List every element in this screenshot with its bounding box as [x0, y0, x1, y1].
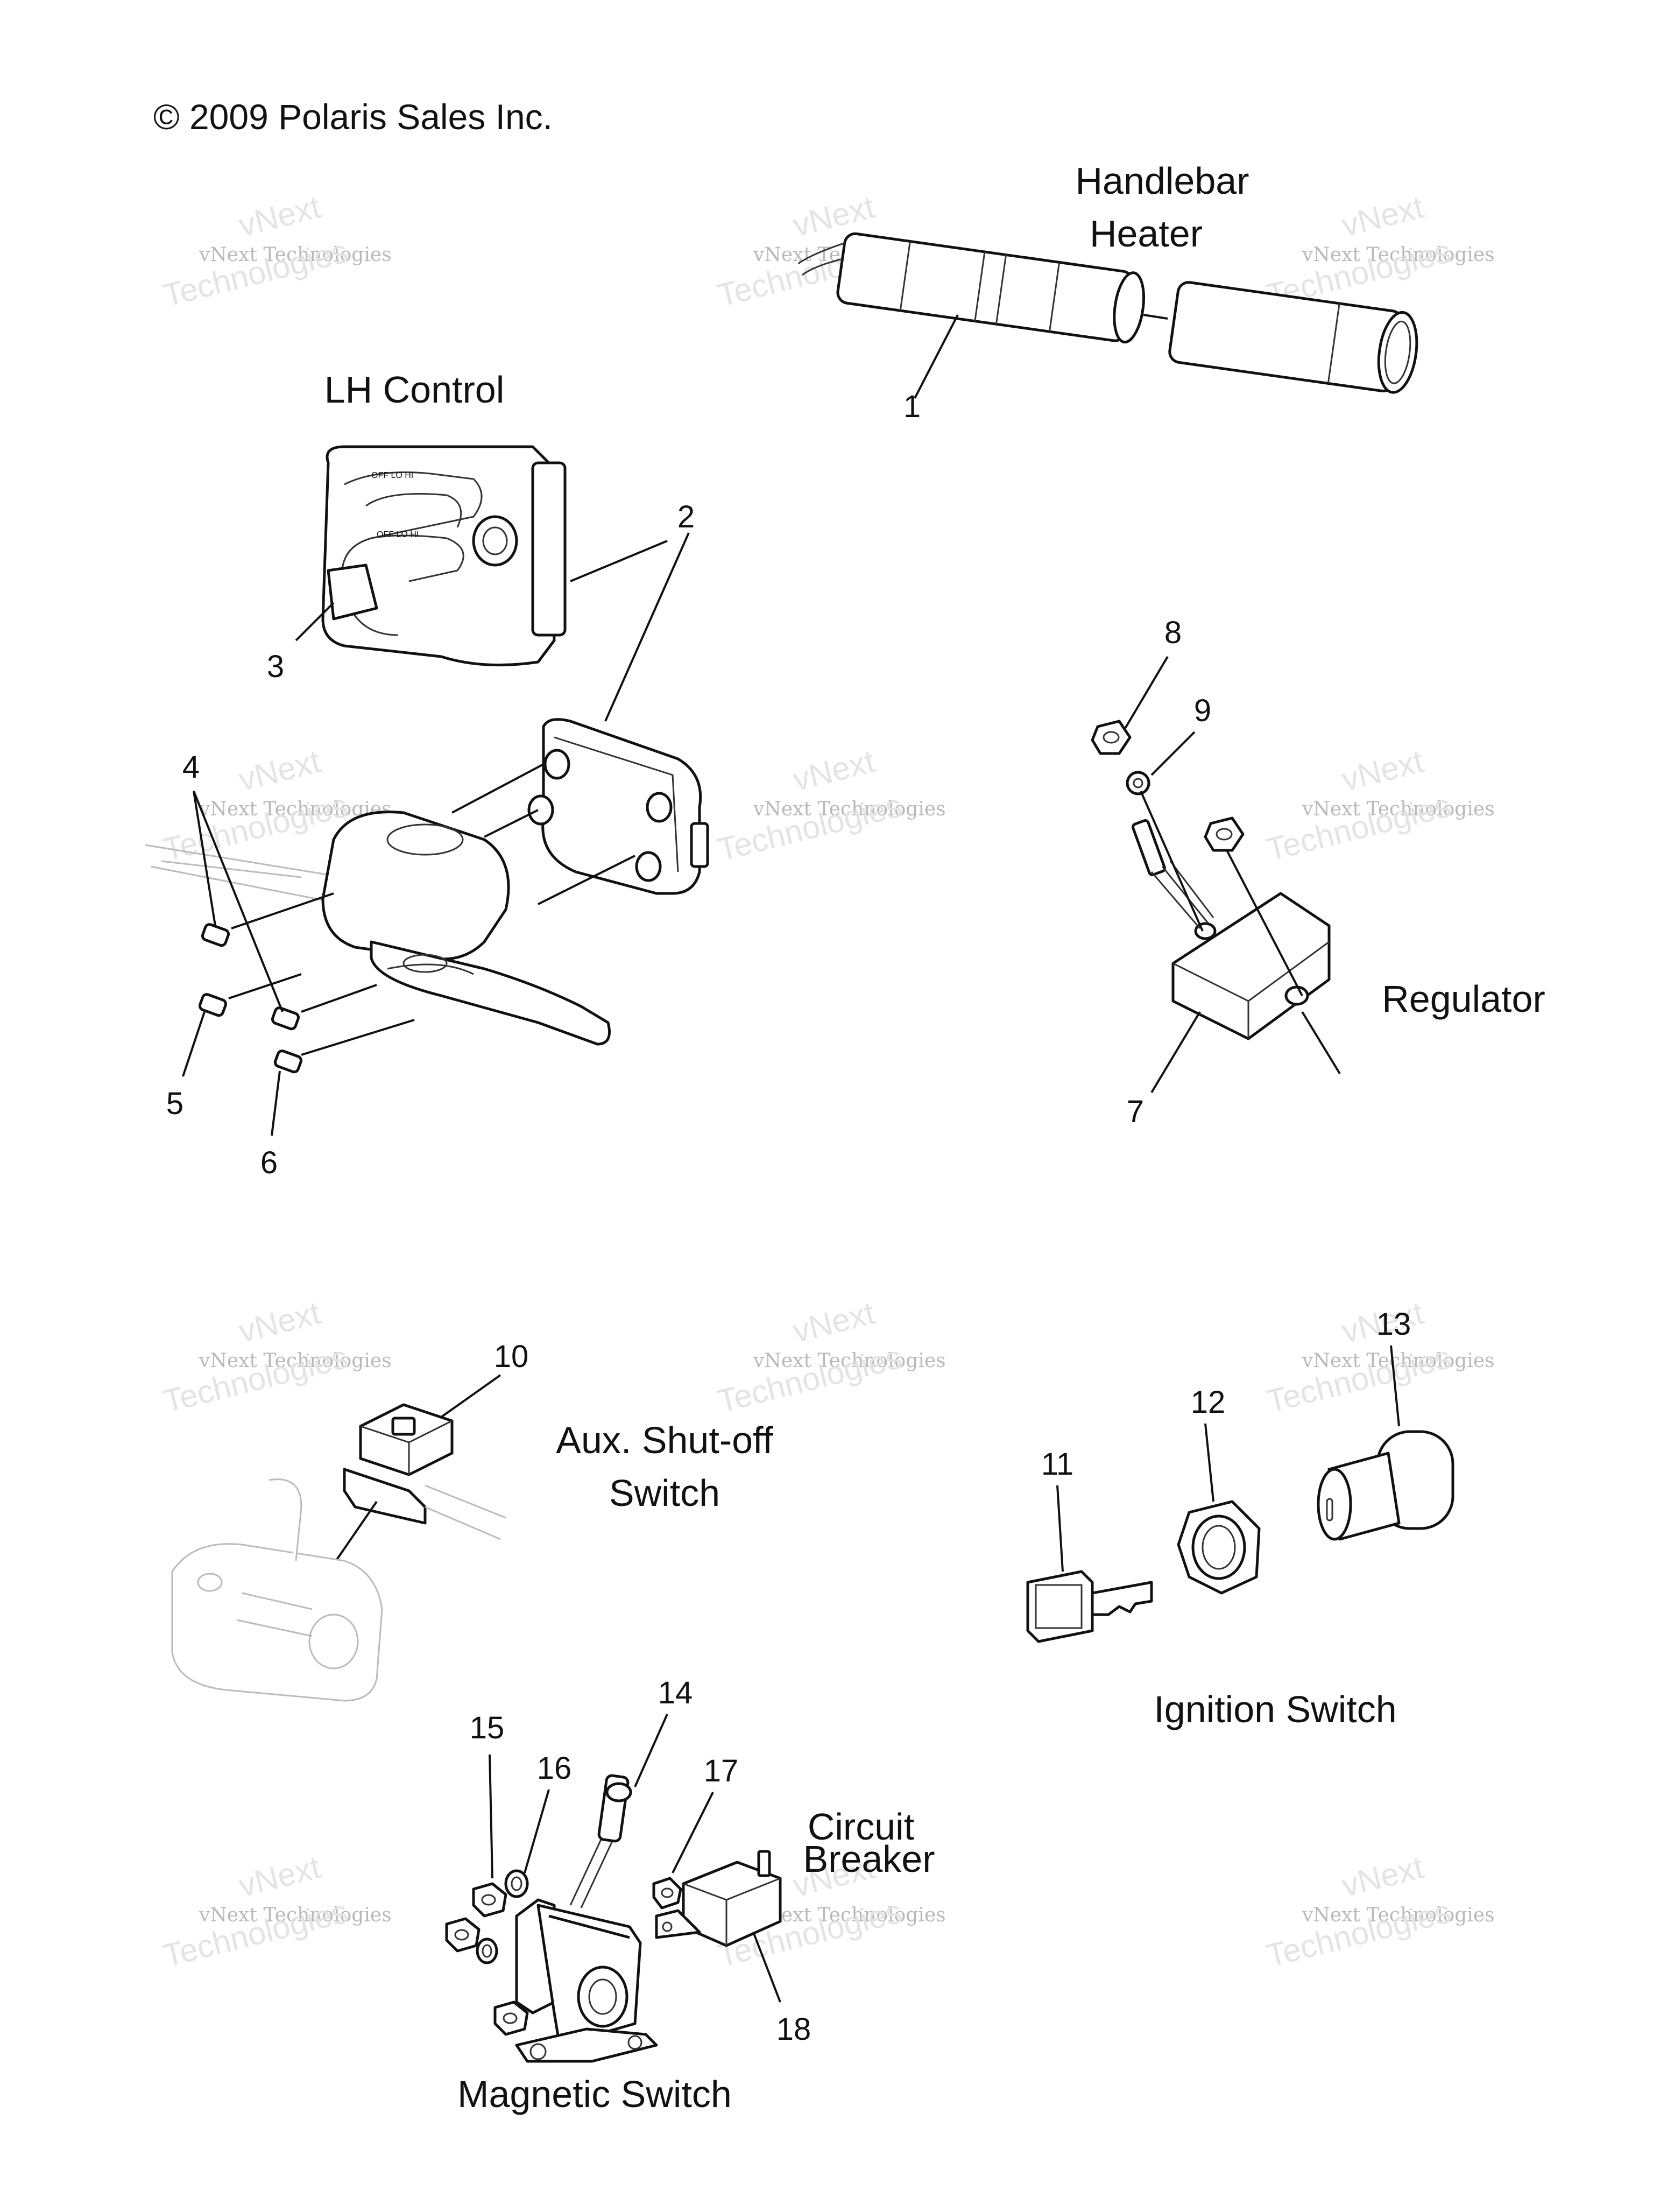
nut-part — [1091, 720, 1132, 755]
washer-part — [504, 1869, 529, 1898]
callout-13: 13 — [1376, 1307, 1411, 1342]
circuit-breaker-title-line2: Breaker — [803, 1838, 935, 1880]
svg-text:vNext Technologies: vNext Technologies — [753, 1350, 946, 1372]
heater-element-part — [797, 232, 1145, 344]
svg-text:vNext Technologies: vNext Technologies — [1302, 244, 1495, 266]
watermark: vNext vNext Technologies Technologies — [1263, 1849, 1495, 1974]
callout-leader-4a — [193, 791, 216, 926]
svg-text:vNext: vNext — [1338, 743, 1427, 798]
callout-1: 1 — [903, 389, 921, 424]
lh-control-housing-part: OFF LO HI OFF LO HI — [321, 445, 567, 667]
callout-9: 9 — [1194, 693, 1211, 728]
svg-text:vNext Technologies: vNext Technologies — [1302, 1904, 1495, 1926]
regulator-title: Regulator — [1382, 978, 1545, 1020]
aux-shutoff-title-line1: Aux. Shut-off — [556, 1419, 773, 1461]
aux-shutoff-title-line2: Switch — [609, 1472, 720, 1514]
heater-grip-part — [1168, 281, 1418, 394]
handlebar-heater-title-line2: Heater — [1090, 213, 1203, 255]
callout-14: 14 — [658, 1675, 693, 1710]
callout-4: 4 — [182, 750, 200, 785]
lh-control-body-part — [321, 811, 611, 1046]
callout-6: 6 — [260, 1145, 278, 1180]
svg-text:vNext: vNext — [1338, 1849, 1427, 1904]
handlebar-heater-group: Handlebar Heater 1 — [797, 160, 1418, 424]
svg-text:vNext Technologies: vNext Technologies — [1302, 798, 1495, 820]
callout-16: 16 — [537, 1751, 572, 1786]
watermark: vNext vNext Technologies Technologies — [160, 1294, 392, 1419]
svg-text:vNext Technologies: vNext Technologies — [753, 1904, 946, 1926]
callout-leader-5 — [182, 1011, 206, 1077]
callout-leader-1 — [914, 314, 959, 399]
watermark: vNext vNext Technologies Technologies — [1263, 743, 1495, 868]
callout-11: 11 — [1041, 1447, 1073, 1482]
aux-shutoff-group: Aux. Shut-off Switch 10 — [171, 1339, 773, 1702]
svg-text:vNext: vNext — [235, 188, 324, 243]
callout-17: 17 — [704, 1753, 739, 1788]
regulator-group: Regulator 8 9 — [1091, 615, 1545, 1129]
aux-control-housing-ghost — [171, 1478, 383, 1702]
circuit-breaker-part — [655, 1850, 782, 1947]
callout-10: 10 — [494, 1339, 529, 1374]
svg-text:vNext Technologies: vNext Technologies — [199, 1904, 392, 1926]
ignition-switch-group: Ignition Switch 11 12 13 — [1026, 1307, 1454, 1730]
nut-part — [652, 1877, 682, 1910]
nut-part — [445, 1917, 481, 1953]
watermark: vNext vNext Technologies Technologies — [714, 743, 946, 868]
magnetic-switch-title: Magnetic Switch — [457, 2073, 732, 2115]
copyright-notice: © 2009 Polaris Sales Inc. — [153, 97, 553, 137]
watermark: vNext vNext Technologies Technologies — [1263, 188, 1495, 313]
nut-part — [1204, 816, 1245, 852]
callout-7: 7 — [1127, 1094, 1144, 1129]
lh-control-rear-housing-part — [527, 718, 709, 895]
nut-part — [493, 2000, 529, 2036]
callout-5: 5 — [166, 1086, 183, 1121]
handlebar-heater-title-line1: Handlebar — [1076, 160, 1249, 202]
callout-leader-4b — [193, 791, 284, 1012]
screw-part — [198, 923, 302, 1074]
lh-control-title: LH Control — [324, 369, 505, 411]
circuit-breaker-title-line1: Circuit — [808, 1806, 914, 1848]
svg-text:vNext Technologies: vNext Technologies — [199, 244, 392, 266]
svg-text:vNext Technologies: vNext Technologies — [1302, 1350, 1495, 1372]
svg-text:OFF LO HI: OFF LO HI — [371, 471, 413, 480]
callout-18: 18 — [776, 2012, 811, 2047]
callout-leader-6 — [271, 1070, 281, 1136]
svg-text:vNext: vNext — [789, 743, 878, 798]
svg-text:vNext Technologies: vNext Technologies — [753, 798, 946, 820]
callout-15: 15 — [470, 1710, 505, 1745]
watermark: vNext vNext Technologies Technologies — [160, 188, 392, 313]
svg-text:vNext: vNext — [235, 1294, 324, 1349]
lh-control-group: LH Control OFF LO HI OFF LO HI 2 3 — [145, 369, 709, 1180]
svg-text:vNext Technologies: vNext Technologies — [199, 1350, 392, 1372]
washer-part — [476, 1938, 498, 1964]
svg-text:vNext: vNext — [235, 743, 324, 798]
ignition-cylinder-part — [1317, 1430, 1454, 1541]
svg-text:vNext: vNext — [789, 1294, 878, 1349]
ignition-nut-part — [1177, 1500, 1261, 1595]
callout-2: 2 — [677, 499, 695, 534]
watermark: vNext vNext Technologies Technologies — [160, 1849, 392, 1974]
watermark: vNext vNext Technologies Technologies — [714, 1294, 946, 1419]
callout-8: 8 — [1164, 615, 1182, 650]
aux-shutoff-switch-part — [343, 1403, 454, 1525]
regulator-part — [1131, 819, 1331, 1040]
callout-leader-2 — [604, 532, 690, 722]
svg-text:vNext: vNext — [1338, 188, 1427, 243]
magnetic-switch-part — [515, 1774, 658, 2063]
callout-3: 3 — [267, 649, 284, 684]
nut-part — [472, 1882, 507, 1918]
svg-text:OFF LO HI: OFF LO HI — [377, 530, 419, 539]
ignition-key-part — [1026, 1570, 1153, 1643]
callout-12: 12 — [1191, 1385, 1226, 1420]
ignition-switch-title: Ignition Switch — [1154, 1688, 1396, 1730]
lock-washer-part — [1126, 771, 1150, 795]
svg-text:vNext: vNext — [235, 1849, 324, 1904]
magnetic-switch-group: Circuit Breaker Magnetic Switch 14 15 16… — [445, 1675, 935, 2115]
